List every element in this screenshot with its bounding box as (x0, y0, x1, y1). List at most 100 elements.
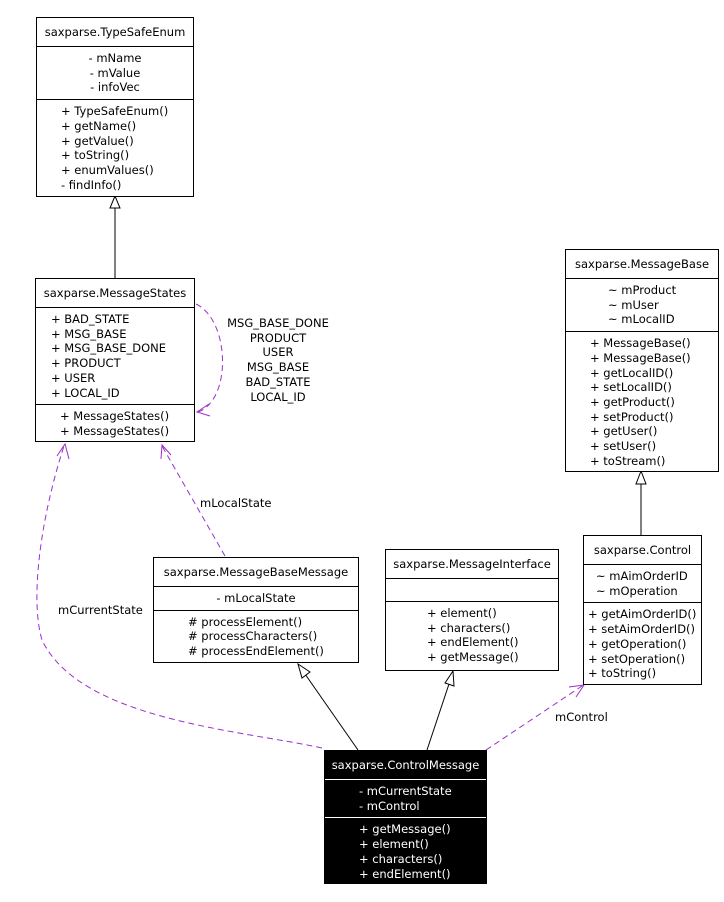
methods-section: + getMessage() + element() + characters(… (325, 818, 486, 885)
label-mcurrentstate: mCurrentState (58, 603, 143, 617)
method: + element() (427, 606, 497, 620)
method: + MessageStates() (60, 409, 170, 424)
attributes-section: - mName - mValue - infoVec (37, 47, 193, 101)
inheritance-line-controlmessage-mbm (304, 673, 359, 751)
mcontrol-arrowhead (568, 684, 586, 698)
attribute: - mValue (89, 65, 141, 80)
method: + characters() (427, 620, 511, 635)
class-messagebasemessage[interactable]: saxparse.MessageBaseMessage - mLocalStat… (153, 557, 359, 663)
method: # processEndElement() (188, 644, 324, 659)
attribute: - mName (88, 51, 142, 65)
method: + setOperation() (588, 651, 686, 666)
attribute: ~ mProduct (608, 283, 677, 297)
attribute: + BAD_STATE (51, 312, 130, 326)
method: + getProduct() (590, 394, 675, 409)
method: + getLocalID() (590, 365, 674, 380)
attributes-section: ~ mAimOrderID ~ mOperation (584, 565, 701, 604)
class-title: saxparse.MessageStates (36, 279, 194, 308)
method: + setLocalID() (590, 380, 672, 395)
class-title: saxparse.ControlMessage (325, 751, 486, 780)
method: + toString() (61, 148, 130, 163)
methods-section: + MessageStates() + MessageStates() (36, 405, 194, 442)
class-title: saxparse.MessageInterface (386, 550, 558, 579)
method: + characters() (359, 851, 443, 866)
attribute: - infoVec (90, 80, 140, 95)
method: + getName() (61, 118, 137, 133)
self-association-arrowhead (195, 403, 211, 417)
method: # processElement() (188, 614, 303, 629)
methods-section: + getAimOrderID() + setAimOrderID() + ge… (584, 603, 701, 685)
method: + TypeSafeEnum() (61, 104, 169, 119)
mcurrentstate-arrowhead (56, 442, 70, 460)
label: MSG_BASE_DONE (227, 316, 329, 330)
mlocalstate-arrowhead (160, 443, 172, 460)
method: + enumValues() (61, 162, 154, 177)
method: + toString() (588, 666, 657, 681)
class-title: saxparse.TypeSafeEnum (37, 18, 193, 47)
attribute: - mLocalState (216, 591, 296, 605)
method: + MessageStates() (60, 423, 170, 438)
method: + toStream() (590, 453, 666, 468)
class-title: saxparse.Control (584, 536, 701, 565)
attributes-section: + BAD_STATE + MSG_BASE + MSG_BASE_DONE +… (36, 308, 194, 406)
self-association-labels: MSG_BASE_DONE PRODUCT USER MSG_BASE BAD_… (214, 316, 342, 404)
method: + getUser() (590, 424, 658, 439)
class-controlmessage[interactable]: saxparse.ControlMessage - mCurrentState … (324, 750, 487, 884)
class-messageinterface[interactable]: saxparse.MessageInterface + element() + … (385, 549, 559, 671)
attributes-section (386, 579, 558, 602)
attributes-section: ~ mProduct ~ mUser ~ mLocalID (566, 279, 718, 333)
mcurrentstate-line (36, 445, 323, 749)
method: + setProduct() (590, 409, 674, 424)
attributes-section: - mLocalState (154, 587, 358, 611)
method: - findInfo() (61, 177, 122, 192)
attribute: ~ mLocalID (608, 312, 675, 327)
methods-section: + MessageBase() + MessageBase() + getLoc… (566, 332, 718, 472)
methods-section: # processElement() # processCharacters()… (154, 611, 358, 663)
attribute: - mControl (359, 798, 420, 813)
class-typesafeenum[interactable]: saxparse.TypeSafeEnum - mName - mValue -… (36, 17, 194, 197)
attributes-section: - mCurrentState - mControl (325, 780, 486, 819)
method: + MessageBase() (590, 350, 691, 365)
label: MSG_BASE (246, 360, 310, 375)
label: USER (262, 345, 294, 360)
class-messagebase[interactable]: saxparse.MessageBase ~ mProduct ~ mUser … (565, 249, 719, 472)
class-title: saxparse.MessageBaseMessage (154, 558, 358, 587)
inheritance-arrowhead-typesafeenum (109, 194, 121, 209)
methods-section: + element() + characters() + endElement(… (386, 602, 558, 669)
method: # processCharacters() (188, 629, 318, 644)
attribute: ~ mAimOrderID (596, 569, 688, 583)
class-messagestates[interactable]: saxparse.MessageStates + BAD_STATE + MSG… (35, 278, 195, 442)
attribute: + MSG_BASE_DONE (51, 341, 167, 356)
mlocalstate-line (161, 445, 226, 557)
label: LOCAL_ID (250, 389, 306, 404)
method: + getValue() (61, 133, 134, 148)
attribute: ~ mOperation (596, 583, 678, 598)
method: + setAimOrderID() (588, 622, 696, 637)
attribute: + PRODUCT (51, 356, 121, 371)
attribute: - mCurrentState (359, 784, 452, 798)
label: PRODUCT (249, 330, 307, 345)
method: + endElement() (359, 866, 451, 881)
class-control[interactable]: saxparse.Control ~ mAimOrderID ~ mOperat… (583, 535, 702, 685)
inheritance-arrowhead-messagebase (635, 469, 647, 485)
method: + setUser() (590, 439, 657, 454)
method: + getOperation() (588, 636, 687, 651)
class-title: saxparse.MessageBase (566, 250, 718, 279)
attribute: + LOCAL_ID (51, 385, 120, 400)
attribute: + MSG_BASE (51, 326, 127, 341)
label-mcontrol: mControl (555, 710, 608, 724)
attribute: ~ mUser (608, 297, 659, 312)
methods-section: + TypeSafeEnum() + getName() + getValue(… (37, 100, 193, 196)
attribute: + USER (51, 370, 96, 385)
label: BAD_STATE (245, 374, 311, 389)
label-mlocalstate: mLocalState (200, 496, 272, 510)
method: + MessageBase() (590, 336, 691, 351)
method: + endElement() (427, 635, 519, 650)
inheritance-arrowhead-messagebasemessage (297, 662, 311, 679)
inheritance-line-controlmessage-mi (426, 683, 450, 751)
method: + getMessage() (427, 650, 519, 665)
method: + getMessage() (359, 822, 451, 837)
method: + getAimOrderID() (588, 607, 697, 622)
inheritance-arrowhead-messageinterface (444, 669, 455, 687)
